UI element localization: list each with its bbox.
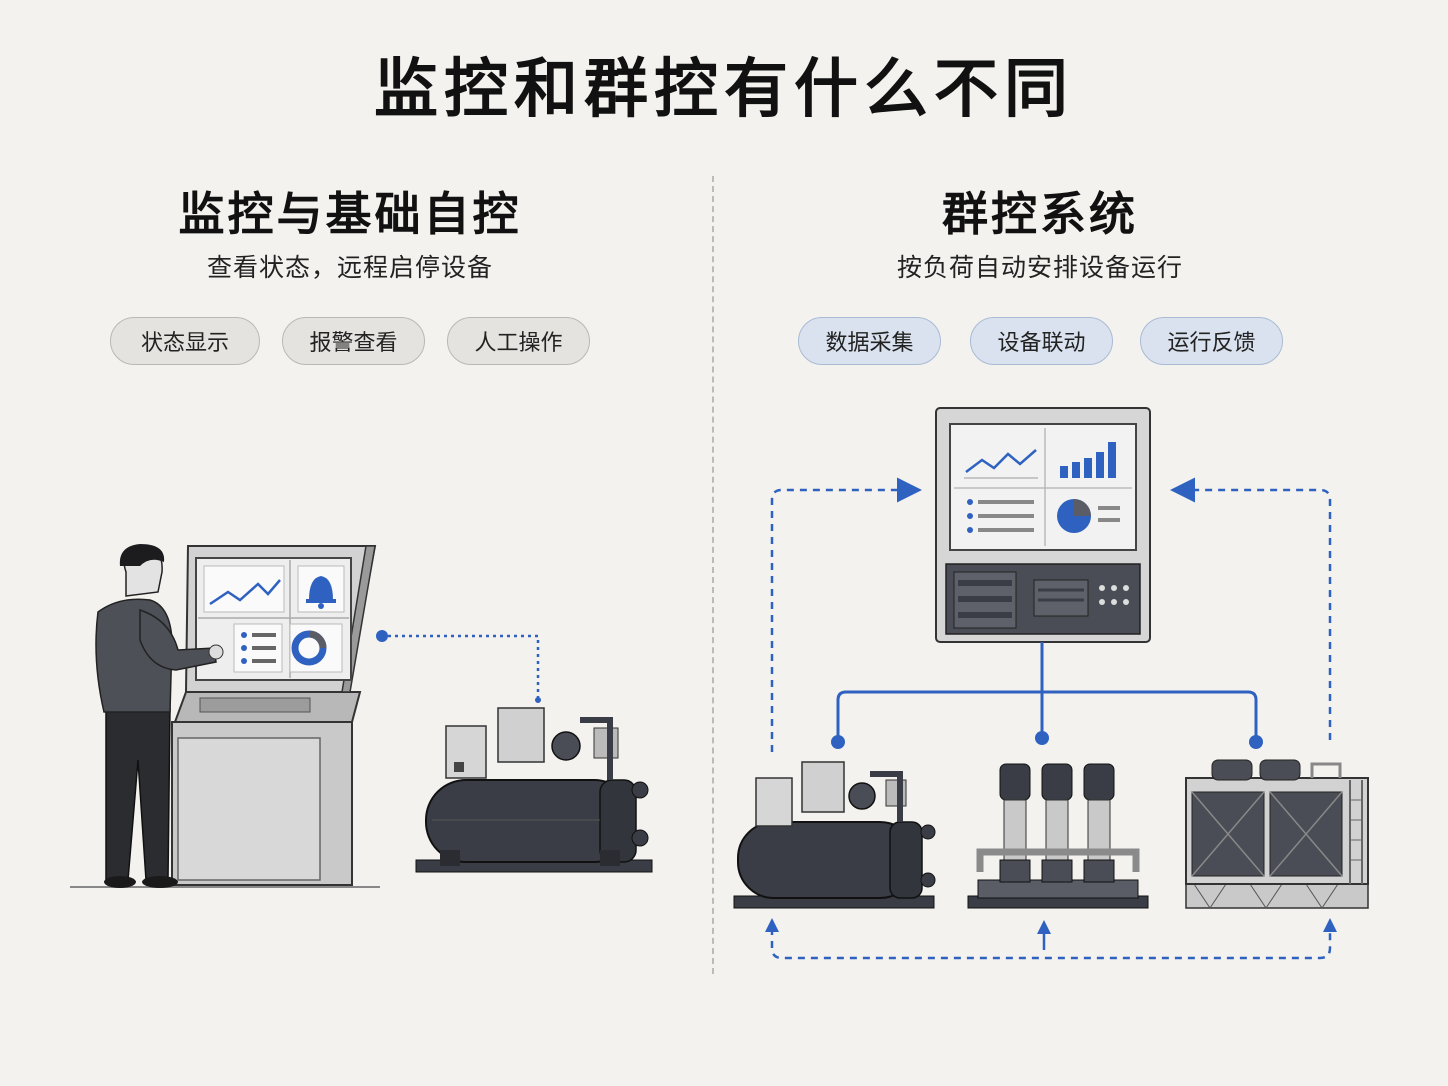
operator-person (95, 544, 224, 888)
control-distribution-lines (836, 642, 1258, 742)
touch-kiosk (171, 545, 377, 886)
line-chart-icon (964, 449, 1038, 479)
tag-alarm-view: 报警查看 (282, 317, 425, 365)
list-icon (967, 499, 1034, 533)
center-divider (712, 176, 714, 974)
left-heading: 监控与基础自控 (178, 187, 522, 241)
pie-chart-icon (1057, 499, 1120, 533)
left-subheading: 查看状态，远程启停设备 (206, 253, 493, 282)
feedback-arrow-right (1170, 477, 1332, 740)
feedback-arrow-left (770, 477, 922, 752)
bell-icon (297, 565, 345, 613)
right-heading: 群控系统 (942, 187, 1138, 241)
donut-chart-icon (289, 623, 343, 673)
list-icon (233, 623, 283, 673)
right-subheading: 按负荷自动安排设备运行 (896, 253, 1183, 282)
cooling-tower (1185, 759, 1369, 909)
bottom-feedback-loop (770, 928, 1332, 960)
tag-manual-operation: 人工操作 (447, 317, 590, 365)
control-cabinet (935, 407, 1151, 643)
page-title: 监控和群控有什么不同 (374, 53, 1074, 127)
tag-status-display: 状态显示 (110, 317, 260, 365)
pump-group (967, 763, 1149, 909)
chiller-unit-left (415, 707, 653, 873)
tag-data-collection: 数据采集 (798, 317, 941, 365)
tag-operation-feedback: 运行反馈 (1140, 317, 1283, 365)
line-chart-icon (203, 565, 285, 613)
kiosk-chiller-link (376, 630, 541, 703)
chiller-unit (733, 761, 936, 909)
tag-equipment-linkage: 设备联动 (970, 317, 1113, 365)
bar-chart-icon (1060, 442, 1116, 478)
